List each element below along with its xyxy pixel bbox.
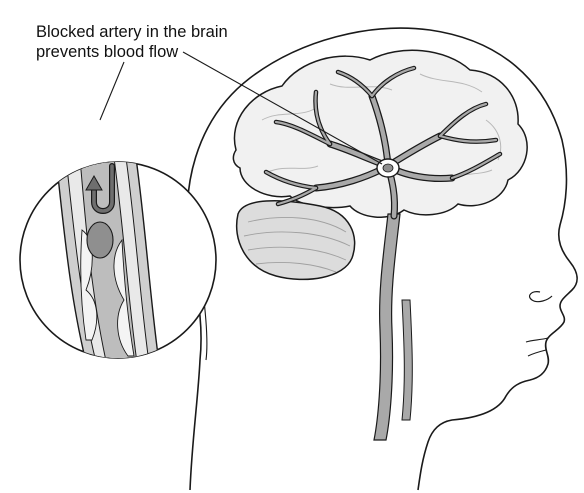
- magnified-artery-inset: [20, 158, 216, 370]
- blockage-marker: [377, 159, 399, 177]
- inset-leader-line: [100, 62, 124, 120]
- blood-clot: [87, 222, 113, 258]
